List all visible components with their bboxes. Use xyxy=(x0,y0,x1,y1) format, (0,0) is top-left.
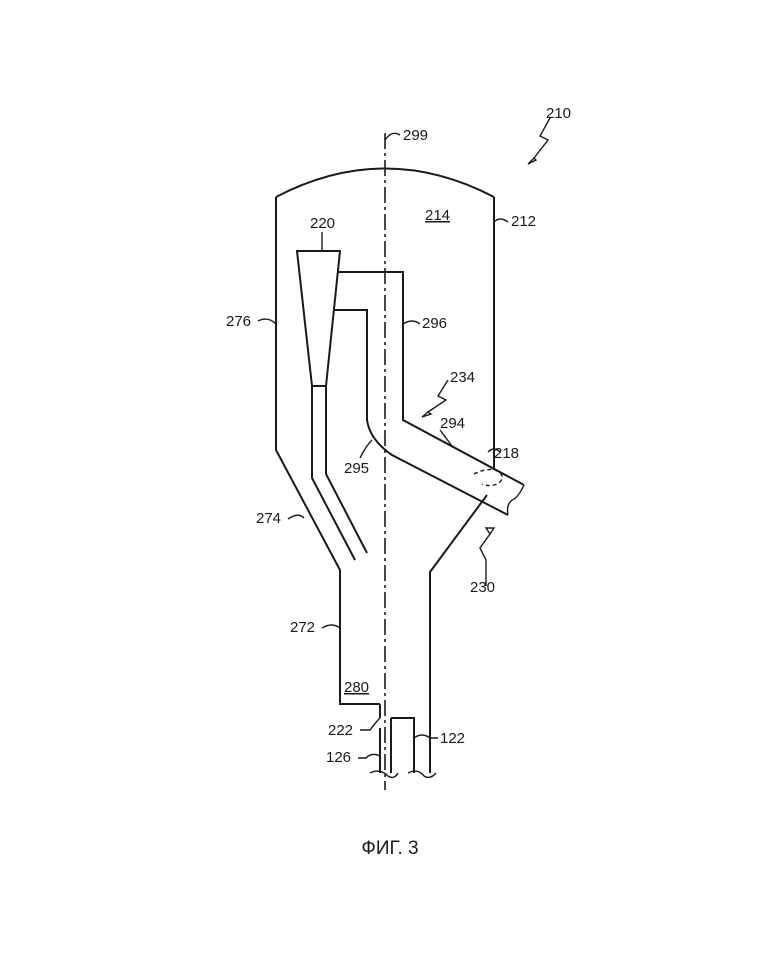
leader-122 xyxy=(414,735,438,738)
label-220: 220 xyxy=(310,215,335,232)
label-214: 214 xyxy=(425,207,450,224)
label-296: 296 xyxy=(422,315,447,332)
label-126: 126 xyxy=(326,749,351,766)
label-218: 218 xyxy=(494,445,519,462)
leader-222 xyxy=(360,718,380,730)
reference-labels: 210 299 214 212 220 276 296 234 294 218 … xyxy=(226,105,571,766)
label-276: 276 xyxy=(226,313,251,330)
leader-295 xyxy=(360,440,372,458)
riser-pipe xyxy=(333,272,524,515)
figure-caption: ФИГ. 3 xyxy=(361,838,418,859)
leader-276 xyxy=(258,319,276,324)
leader-274 xyxy=(288,515,304,519)
leader-296 xyxy=(403,321,420,324)
label-222: 222 xyxy=(328,722,353,739)
label-210: 210 xyxy=(546,105,571,122)
arrow-210 xyxy=(534,118,550,158)
label-295: 295 xyxy=(344,460,369,477)
outlet-pipes xyxy=(370,704,436,777)
leader-212 xyxy=(494,219,508,222)
label-294: 294 xyxy=(440,415,465,432)
label-299: 299 xyxy=(403,127,428,144)
funnel-220 xyxy=(297,251,367,560)
label-234: 234 xyxy=(450,369,475,386)
inlet-218-marker xyxy=(474,470,502,486)
label-212: 212 xyxy=(511,213,536,230)
label-280: 280 xyxy=(344,679,369,696)
leader-299 xyxy=(385,133,400,140)
label-272: 272 xyxy=(290,619,315,636)
arrow-234 xyxy=(428,380,448,412)
leader-126 xyxy=(358,754,380,758)
label-230: 230 xyxy=(470,579,495,596)
label-274: 274 xyxy=(256,510,281,527)
label-122: 122 xyxy=(440,730,465,747)
leader-272 xyxy=(322,625,340,628)
leader-lines xyxy=(258,118,550,758)
